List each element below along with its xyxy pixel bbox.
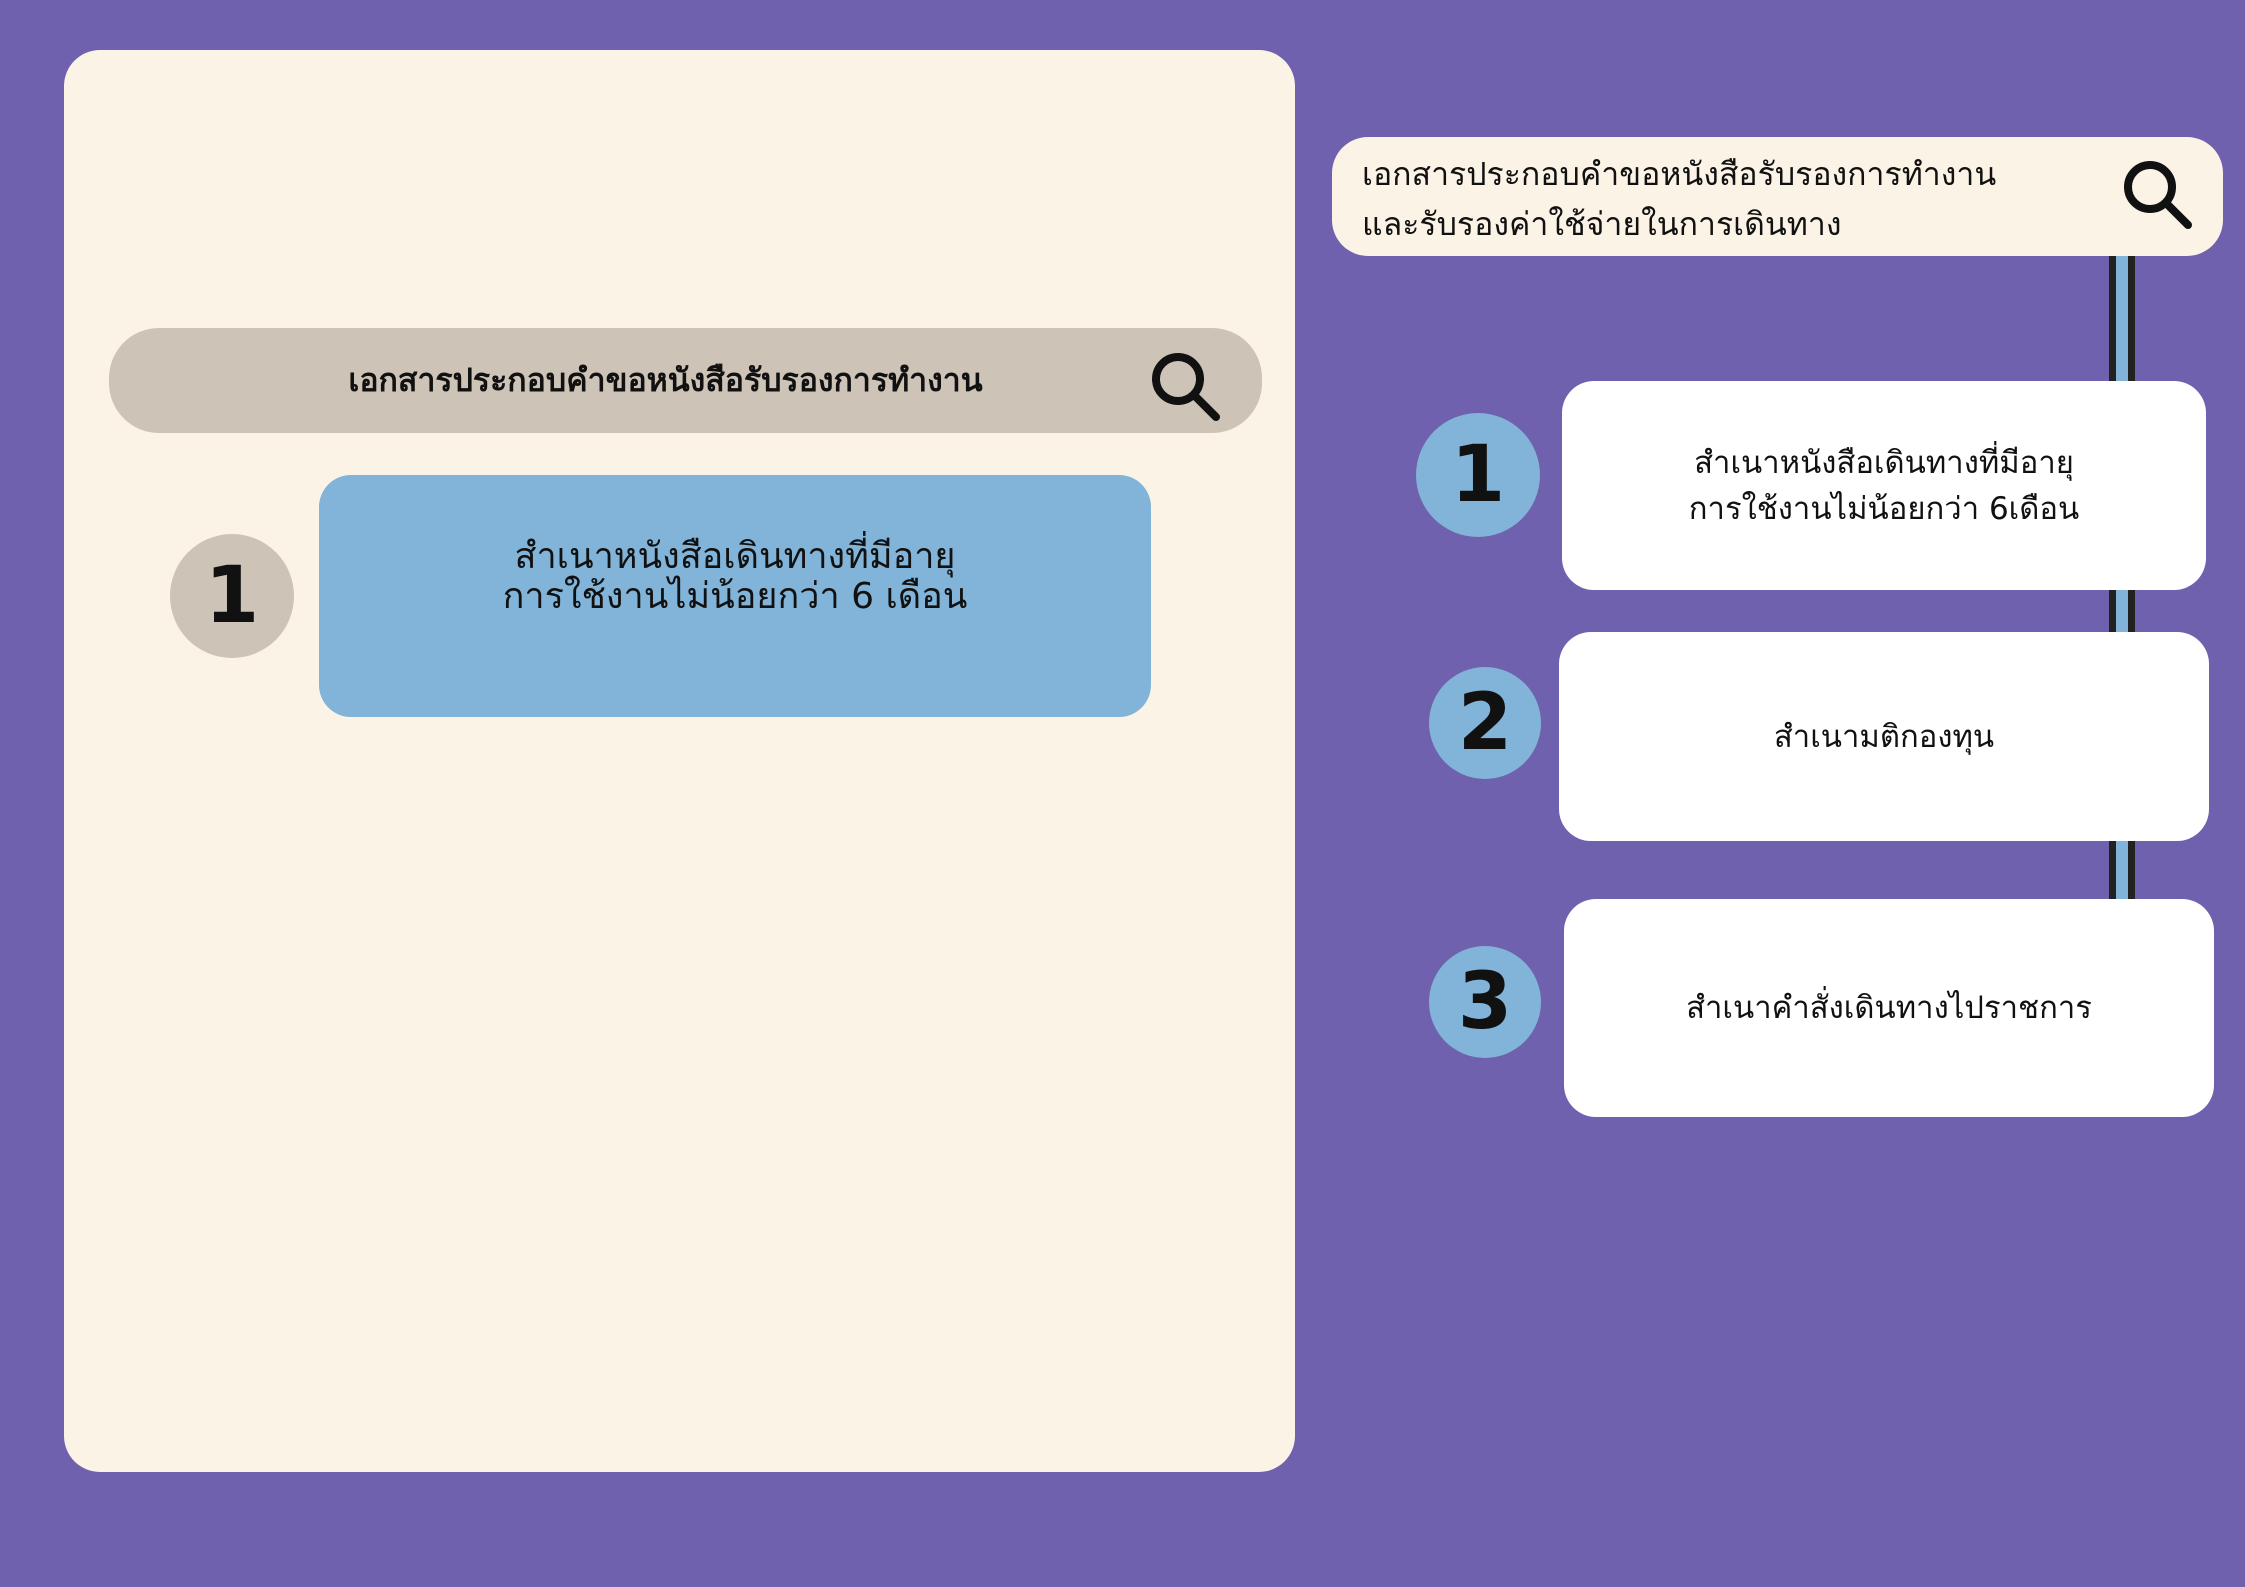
left-panel	[64, 50, 1295, 1472]
step-number-badge-1: 1	[1416, 413, 1540, 537]
item-text-line1: สำเนามติกองทุน	[1773, 718, 1995, 755]
step-number-badge: 1	[170, 534, 294, 658]
search-icon[interactable]	[2118, 155, 2198, 235]
item-text-line2: การใช้งานไม่น้อยกว่า 6 เดือน	[502, 576, 968, 617]
search-bar-right[interactable]: เอกสารประกอบคำขอหนังสือรับรองการทำงาน แล…	[1332, 137, 2223, 256]
search-bar-left[interactable]: เอกสารประกอบคำขอหนังสือรับรองการทำงาน	[109, 328, 1262, 433]
document-item-card-1[interactable]: สำเนาหนังสือเดินทางที่มีอายุ การใช้งานไม…	[1562, 381, 2206, 590]
item-text-line1: สำเนาคำสั่งเดินทางไปราชการ	[1686, 990, 2092, 1026]
item-text-line1: สำเนาหนังสือเดินทางที่มีอายุ	[514, 536, 956, 577]
search-icon[interactable]	[1146, 347, 1226, 427]
document-item-card-2[interactable]: สำเนามติกองทุน	[1559, 632, 2209, 841]
header-line1: เอกสารประกอบคำขอหนังสือรับรองการทำงาน	[1362, 155, 1997, 193]
header-line2: และรับรองค่าใช้จ่ายในการเดินทาง	[1362, 205, 1842, 243]
step-number-badge-2: 2	[1429, 667, 1541, 779]
item-text-line1: สำเนาหนังสือเดินทางที่มีอายุ	[1694, 444, 2074, 481]
document-item-card-3[interactable]: สำเนาคำสั่งเดินทางไปราชการ	[1564, 899, 2214, 1117]
step-number-badge-3: 3	[1429, 946, 1541, 1058]
search-bar-label: เอกสารประกอบคำขอหนังสือรับรองการทำงาน	[348, 361, 983, 399]
document-item-card[interactable]: สำเนาหนังสือเดินทางที่มีอายุ การใช้งานไม…	[319, 475, 1151, 717]
item-text-line2: การใช้งานไม่น้อยกว่า 6เดือน	[1688, 490, 2080, 527]
